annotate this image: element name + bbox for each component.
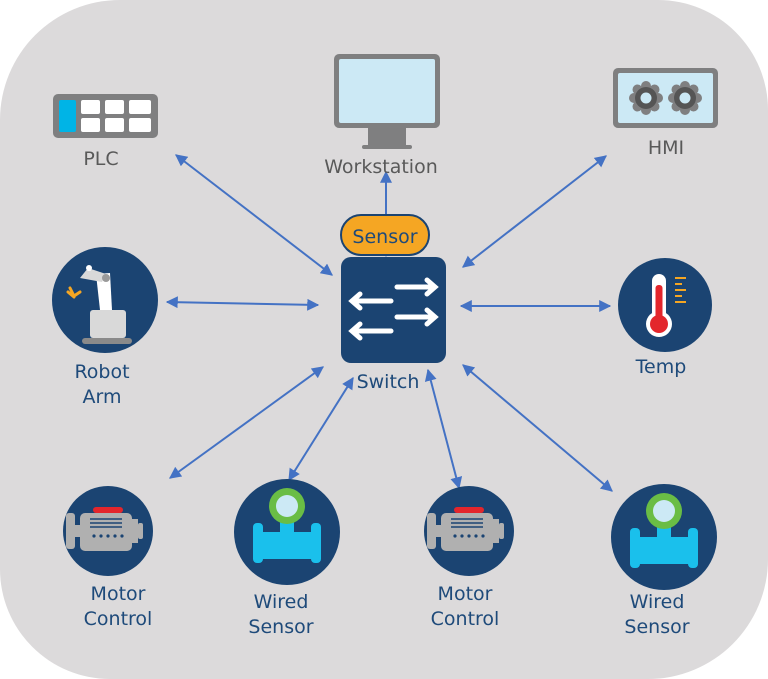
- node-label: HMI: [648, 137, 684, 159]
- node-label: Temp: [635, 356, 687, 378]
- node-label-line2: Control: [84, 608, 153, 630]
- sensor-badge-label: Sensor: [352, 226, 417, 248]
- node-robot-arm[interactable]: Robot Arm: [52, 247, 158, 408]
- node-label: PLC: [83, 148, 118, 170]
- node-plc[interactable]: PLC: [53, 94, 158, 170]
- motor-icon: [427, 507, 504, 551]
- node-temp[interactable]: Temp: [618, 258, 712, 378]
- node-label-line2: Arm: [83, 386, 122, 408]
- node-label-line1: Wired: [630, 591, 685, 613]
- switch-arrows-icon: [348, 277, 439, 341]
- node-label-line2: Control: [431, 608, 500, 630]
- thermometer-icon: [646, 274, 686, 337]
- node-switch[interactable]: Switch: [341, 257, 446, 393]
- plc-icon: [53, 94, 158, 138]
- edge-switch-robot-arm: [165, 296, 320, 311]
- edge-switch-plc: [175, 154, 333, 276]
- robot-arm-icon: [66, 265, 132, 344]
- network-switch-icon: [341, 257, 446, 363]
- node-label-line2: Sensor: [248, 616, 313, 638]
- node-label-line1: Robot: [74, 361, 129, 383]
- node-hmi[interactable]: HMI: [613, 68, 718, 159]
- motor-icon: [66, 507, 143, 551]
- node-motor-control-1[interactable]: Motor Control: [63, 486, 153, 630]
- node-workstation[interactable]: Workstation: [324, 54, 440, 178]
- sensor-badge[interactable]: Sensor: [340, 214, 430, 256]
- edge-switch-wired-sensor-1: [288, 376, 354, 482]
- hub-label: Switch: [357, 371, 420, 393]
- edge-switch-hmi: [462, 155, 607, 268]
- edge-switch-motor-control-2: [424, 368, 463, 490]
- flow-sensor-icon: [253, 488, 321, 563]
- node-motor-control-2[interactable]: Motor Control: [424, 486, 514, 630]
- node-label-line1: Motor: [438, 583, 493, 605]
- flow-sensor-icon: [630, 493, 698, 568]
- node-label-line2: Sensor: [624, 616, 689, 638]
- monitor-icon: [334, 54, 440, 149]
- node-wired-sensor-1[interactable]: Wired Sensor: [234, 479, 340, 638]
- edge-switch-wired-sensor-2: [462, 364, 613, 492]
- node-label: Workstation: [324, 156, 438, 178]
- node-wired-sensor-2[interactable]: Wired Sensor: [611, 484, 717, 638]
- node-label-line1: Wired: [254, 591, 309, 613]
- gears-panel-icon: [613, 68, 718, 128]
- node-label-line1: Motor: [91, 583, 146, 605]
